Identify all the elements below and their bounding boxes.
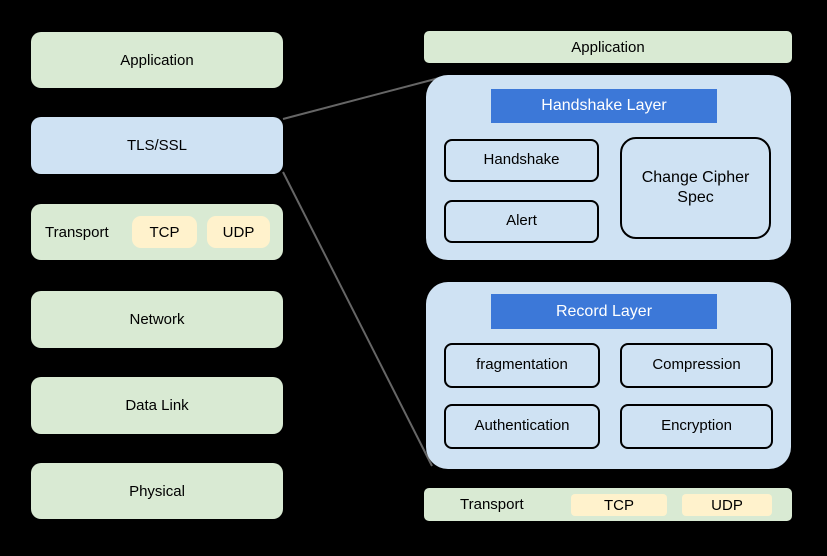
right-application-bar: Application: [424, 31, 792, 63]
change-cipher-spec-box: Change Cipher Spec: [620, 137, 771, 239]
left-physical-box: Physical: [31, 463, 283, 519]
handshake-layer-container: Handshake Layer Handshake Alert Change C…: [426, 75, 791, 260]
left-udp-label: UDP: [222, 223, 255, 241]
handshake-layer-title: Handshake Layer: [541, 97, 667, 114]
handshake-box: Handshake: [444, 139, 599, 182]
right-transport-bar: Transport TCP UDP: [424, 488, 792, 521]
right-tcp-chip: TCP: [571, 494, 667, 516]
handshake-box-label: Handshake: [483, 151, 560, 169]
authentication-box-label: Authentication: [474, 417, 570, 435]
change-cipher-spec-label: Change Cipher Spec: [641, 169, 750, 206]
alert-box: Alert: [444, 200, 599, 243]
left-network-label: Network: [129, 311, 185, 328]
record-layer-container: Record Layer fragmentation Compression A…: [426, 282, 791, 469]
left-tls-ssl-label: TLS/SSL: [126, 137, 188, 154]
encryption-box: Encryption: [620, 404, 773, 449]
left-tls-ssl-box: TLS/SSL: [31, 117, 283, 174]
right-application-label: Application: [571, 38, 645, 56]
left-tcp-label: TCP: [149, 223, 180, 241]
encryption-box-label: Encryption: [661, 417, 732, 435]
connector-line-bottom: [282, 171, 433, 467]
connector-line-top: [282, 76, 444, 120]
left-transport-label: Transport: [45, 223, 109, 241]
right-udp-label: UDP: [711, 496, 743, 514]
left-physical-label: Physical: [129, 482, 185, 500]
left-network-box: Network: [31, 291, 283, 348]
fragmentation-box: fragmentation: [444, 343, 600, 388]
authentication-box: Authentication: [444, 404, 600, 449]
compression-box: Compression: [620, 343, 773, 388]
record-layer-title: Record Layer: [555, 302, 653, 320]
left-transport-box: Transport TCP UDP: [31, 204, 283, 260]
right-udp-chip: UDP: [682, 494, 772, 516]
left-tcp-chip: TCP: [132, 216, 197, 248]
compression-box-label: Compression: [652, 356, 741, 374]
left-data-link-box: Data Link: [31, 377, 283, 434]
record-layer-header: Record Layer: [491, 294, 717, 329]
left-application-box: Application: [31, 32, 283, 88]
alert-box-label: Alert: [506, 212, 537, 230]
left-data-link-label: Data Link: [125, 397, 189, 414]
right-tcp-label: TCP: [604, 496, 634, 514]
fragmentation-box-label: fragmentation: [476, 356, 568, 374]
left-udp-chip: UDP: [207, 216, 270, 248]
right-transport-label: Transport: [460, 496, 524, 513]
left-application-label: Application: [120, 51, 194, 69]
handshake-layer-header: Handshake Layer: [491, 89, 717, 123]
